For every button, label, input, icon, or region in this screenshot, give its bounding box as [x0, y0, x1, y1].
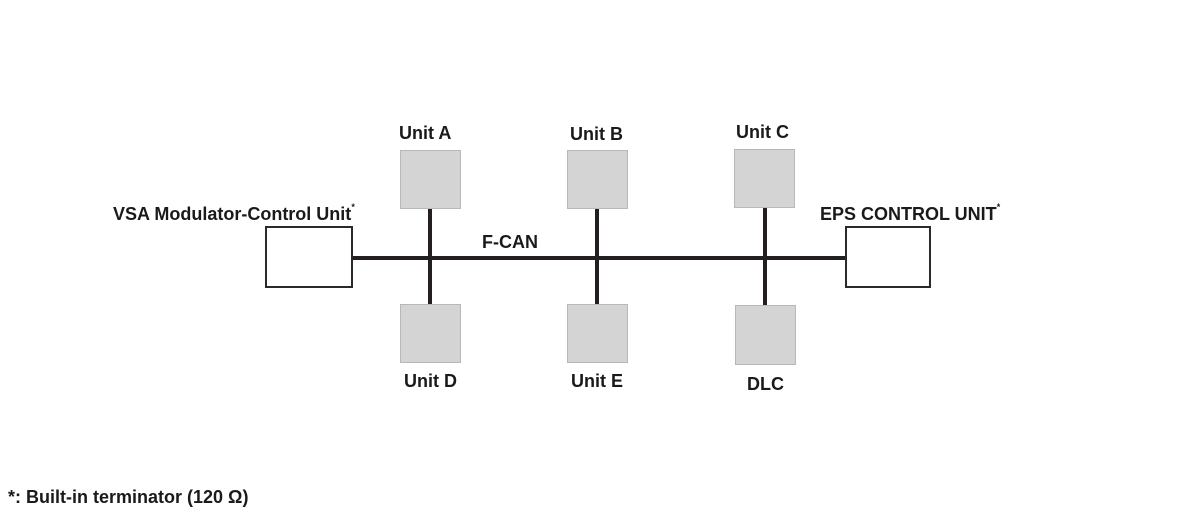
eps-control-unit-label: EPS CONTROL UNIT* — [820, 202, 1001, 224]
f-can-label: F-CAN — [482, 232, 538, 252]
unit-e-box — [567, 304, 628, 363]
unit-c-label: Unit C — [736, 122, 789, 142]
dlc-label: DLC — [747, 374, 784, 394]
vsa-modulator-control-unit-name: VSA Modulator-Control Unit — [113, 204, 352, 224]
unit-b-label: Unit B — [570, 124, 623, 144]
unit-b-box — [567, 150, 628, 209]
eps-control-unit-box — [845, 226, 931, 288]
unit-a-label: Unit A — [399, 123, 452, 143]
unit-e-label: Unit E — [571, 371, 623, 391]
terminator-marker: * — [351, 202, 355, 212]
eps-control-unit-name: EPS CONTROL UNIT — [820, 204, 997, 224]
unit-d-label: Unit D — [404, 371, 457, 391]
vsa-modulator-control-unit-box — [265, 226, 353, 288]
unit-a-box — [400, 150, 461, 209]
vsa-modulator-control-unit-label: VSA Modulator-Control Unit* — [113, 202, 355, 224]
unit-d-box — [400, 304, 461, 363]
dlc-box — [735, 305, 796, 365]
terminator-marker: * — [996, 202, 1001, 212]
unit-c-box — [734, 149, 795, 208]
terminator-footnote: *: Built-in terminator (120 Ω) — [8, 487, 249, 507]
